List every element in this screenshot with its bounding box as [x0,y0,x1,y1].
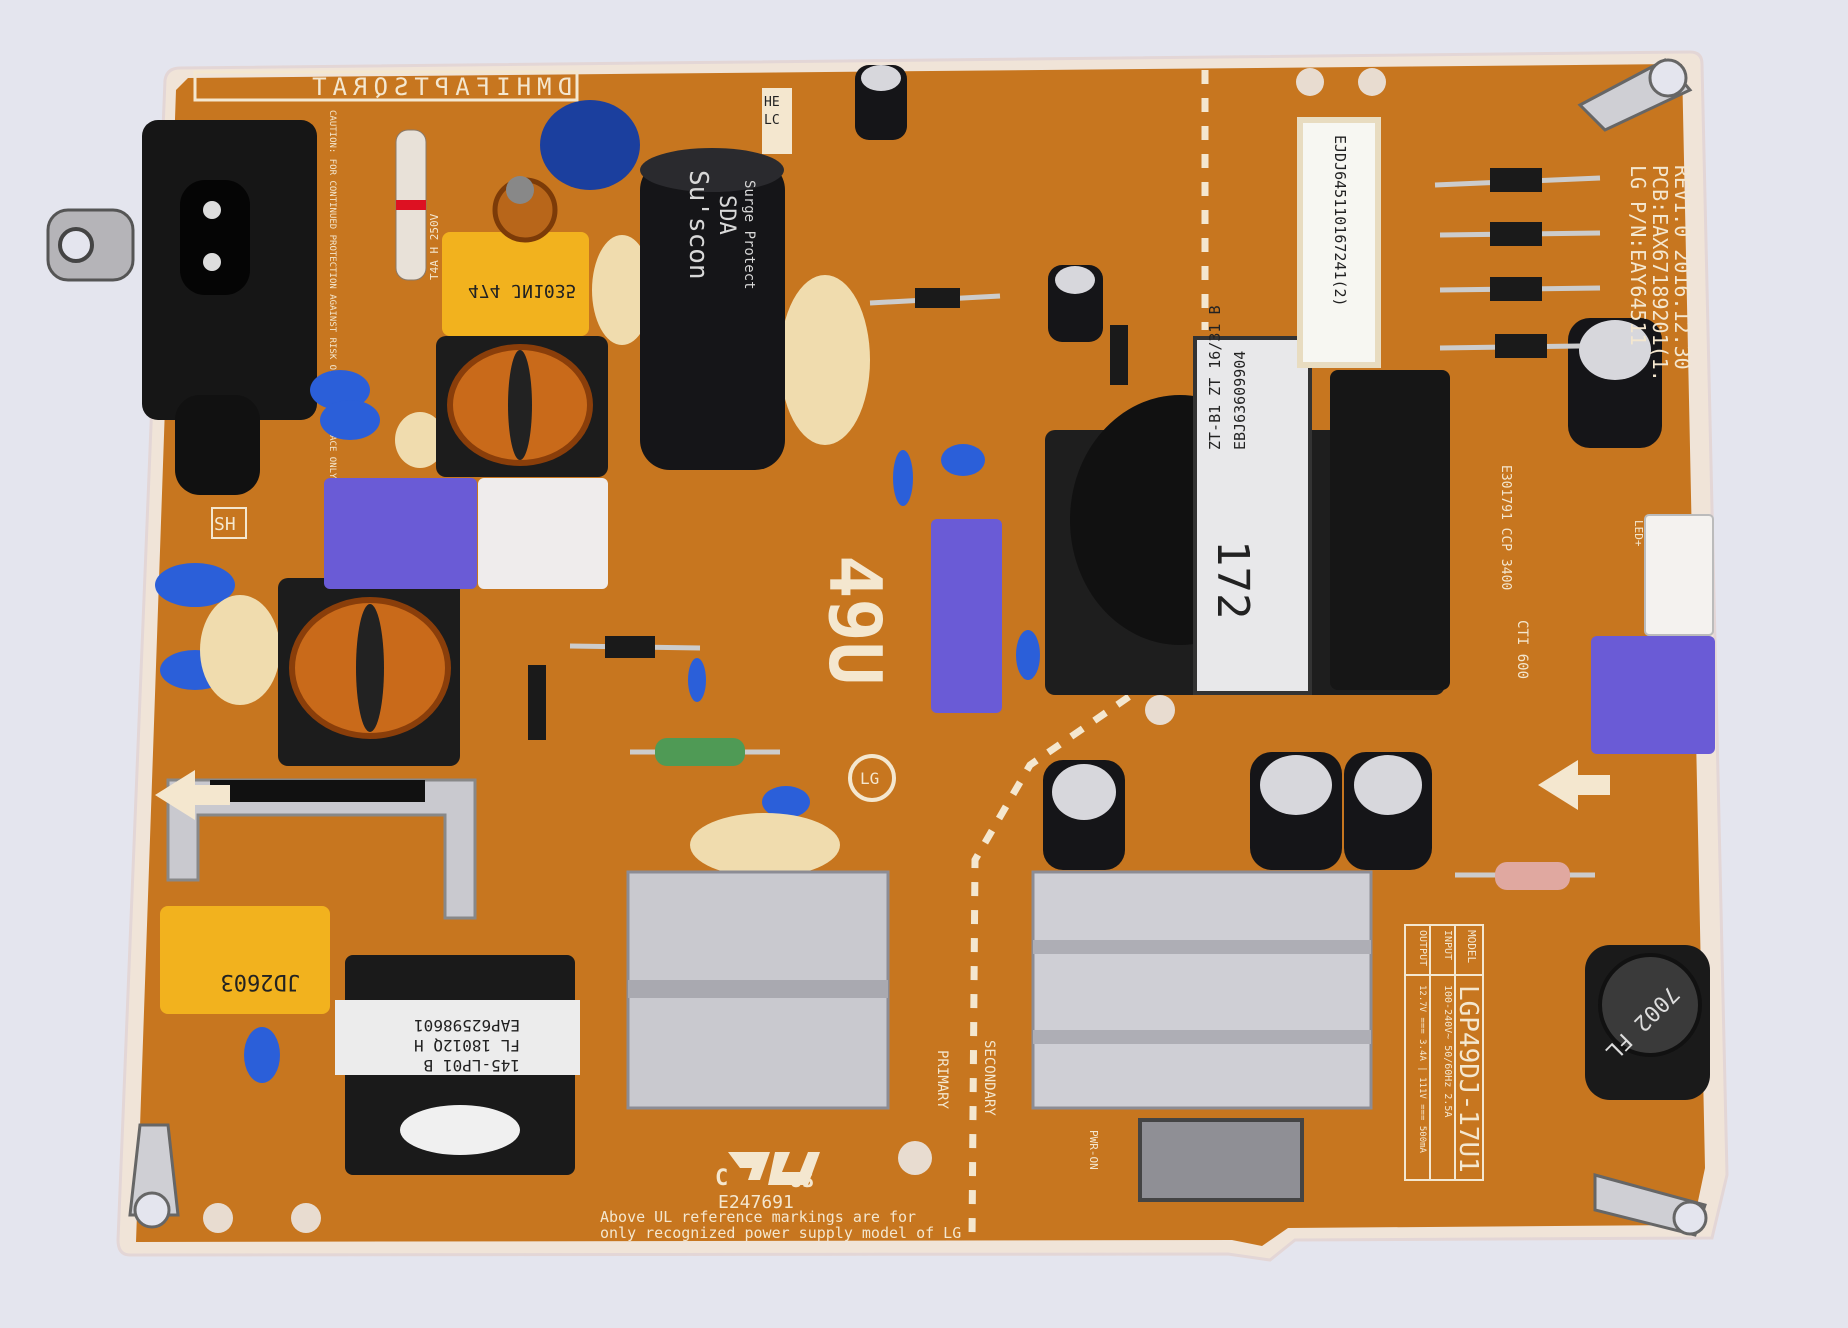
pcb-number: PCB:EAX67189201(1. [1648,165,1672,382]
top-label-box [193,70,579,102]
transformer-label-line2: EBJ63609904 [1231,351,1249,450]
bulk-capacitor-series: SDA [714,195,739,235]
main-transformer [1045,336,1450,695]
lg-part-number: LG P/N:EAY64511 [1626,165,1650,346]
primary-label: PRIMARY [934,1050,950,1110]
model-box-output-label: OUTPUT [1417,930,1428,966]
film-capacitor-blue-1 [324,478,477,589]
standby-transformer-label-1: 145-LP01 B [424,1056,520,1075]
standby-transformer-label-3: EAP62598601 [414,1016,520,1035]
sh-box [211,507,247,539]
lg-logo [848,754,896,802]
electrolytic-capacitors [855,65,1662,870]
ul-c: C [715,1166,728,1191]
film-capacitor-blue-2 [931,519,1002,713]
fuse-rating: T4A H 250V [428,213,441,280]
output-connector [1138,1118,1304,1202]
model-box-input: 100-240V~ 50/60Hz 2.5A [1442,985,1453,1117]
model-box-input-label: INPUT [1442,930,1453,960]
transformer-label-line1: ZT-B1 ZT 16/31 B [1206,306,1224,451]
ul-us: US [790,1168,814,1192]
ul-note-1: Above UL reference markings are for [600,1208,916,1226]
model-box [1404,924,1484,1181]
ul-note-2: only recognized power supply model of LG [600,1224,961,1242]
secondary-label: SECONDARY [981,1040,997,1116]
transformer-mark: 172 [1207,540,1258,619]
pwr-on-label: PWR-ON [1087,1130,1100,1170]
bulk-capacitor-brand: Su'scon [683,170,713,280]
serial-sticker [1297,117,1381,368]
x-capacitor-top [442,232,589,336]
he-lc-box [762,88,792,154]
heatsink-left [626,870,890,1110]
ac-inlet-socket [46,120,317,495]
led-connector-label: LED+ [1632,520,1645,547]
heatsink-bracket [166,778,477,920]
ul-number: E247691 [718,1192,794,1213]
rev-text: REV1.0 2016.12.30 [1670,165,1694,370]
film-capacitor-blue-3 [1591,636,1715,754]
lc-label: LC [764,113,780,128]
arrow-left-icon [155,770,230,820]
common-mode-choke-1 [436,336,608,477]
isolation-line [968,70,1209,1241]
model-box-model-label: MODEL [1465,930,1478,963]
model-box-model: LGP49DJ-17U1 [1453,985,1483,1173]
bulk-capacitor [640,148,785,470]
standby-transformer-label-2: FL 18012Q H [414,1036,520,1055]
resistor-pink [1495,862,1570,890]
fuse [395,129,427,281]
cct-text: E301791 CCP 3400 [1498,465,1513,590]
diode-bodies [528,168,1547,740]
sh-label: SH [214,514,236,535]
lg-logo-text: LG [860,769,879,788]
standby-transformer [335,955,580,1175]
x-capacitor-bottom-label: JD2603 [221,969,300,994]
glue [200,235,870,877]
small-inductor [492,176,558,243]
resistor-green [655,738,745,766]
model-box-output: 12.7V === 3.4A | 111V === 500mA [1417,985,1427,1154]
film-capacitor-white [478,478,608,589]
common-mode-choke-2 [278,578,460,766]
x-capacitor-top-label: 474 JN1035 [468,280,576,301]
x-capacitor-bottom [160,906,330,1014]
ul-logo [728,1152,820,1185]
output-inductor [1585,945,1710,1100]
mounting-tabs [128,58,1708,1237]
led-connector [1644,514,1714,636]
heatsink-right [1031,870,1373,1110]
serial-sticker-code: EJDJ645110167241(2) [1331,135,1349,307]
arrow-left-icon [1538,760,1610,810]
cti-text: CTI 600 [1514,620,1530,679]
he-label: HE [764,95,780,110]
top-label: DMHIFAPTSQRAT [306,73,572,101]
mounting-holes [203,68,1386,1233]
board-code: 49U [813,555,897,685]
bulk-capacitor-note: Surge Protect [741,180,757,290]
